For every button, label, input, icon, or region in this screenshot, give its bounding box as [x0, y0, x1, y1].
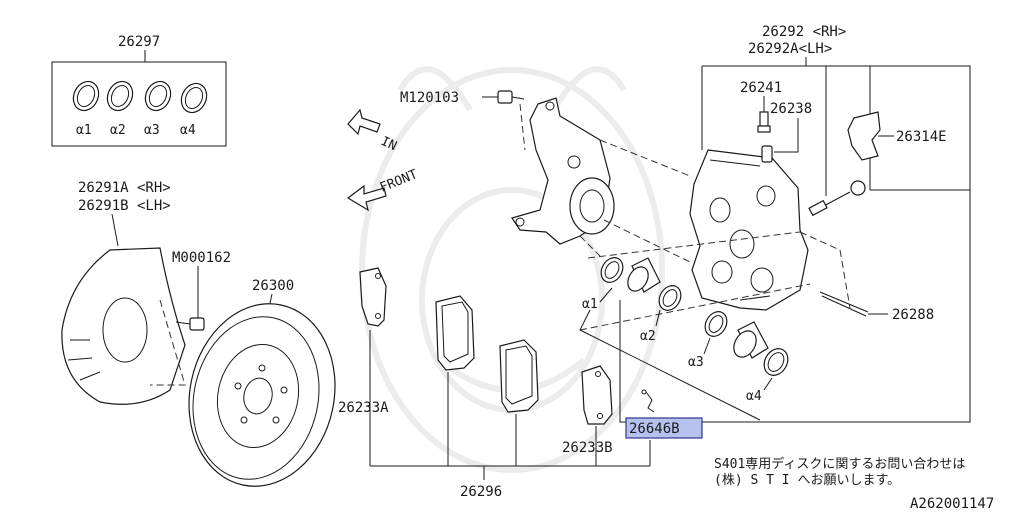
piston-a3 [733, 321, 769, 359]
bolt-m120103 [497, 90, 525, 104]
brake-rotor [188, 303, 336, 487]
piston-a2-label: α2 [640, 329, 656, 344]
piston-a1-label: α1 [582, 297, 598, 312]
slide-pin [819, 291, 869, 313]
piston-seal-a2 [658, 285, 682, 311]
piston-a1 [627, 257, 661, 293]
piston-a3-label: α3 [688, 355, 704, 370]
dust-cover-group: 26291A <RH> 26291B <LH> [61, 180, 186, 405]
bolt-m000162-group: M000162 [172, 250, 231, 331]
seal-a2-label: α2 [110, 123, 126, 138]
bleeder-group: 26241 26238 [740, 66, 871, 196]
arrow-front-icon [346, 184, 387, 212]
shim-26233b-label: 26233B [562, 440, 613, 456]
caliper-lh-label: 26292A<LH> [748, 41, 832, 57]
retaining-pin [808, 180, 866, 217]
seal-kit-label: 26297 [118, 34, 160, 50]
piston-a4-label: α4 [746, 389, 762, 404]
bleeder-screw [757, 111, 771, 133]
bolt-m000162 [175, 317, 205, 331]
pad-spring-clip [847, 111, 881, 161]
shim-26233b [581, 365, 613, 425]
clip-26314e-group: 26314E [808, 111, 947, 217]
bleeder-label: 26241 [740, 80, 782, 96]
piston-seal-a4 [763, 348, 789, 376]
pad-set-group: 26233A 26233B 26646B 26296 [338, 267, 703, 500]
cover-lh-label: 26291B <LH> [78, 198, 171, 214]
brake-pad-outer [499, 339, 539, 413]
bolt-m120103-group: M120103 [400, 90, 526, 151]
bolt-m000162-label: M000162 [172, 250, 231, 266]
pin-26288-label: 26288 [892, 307, 934, 323]
caliper-rh-label: 26292 <RH> [762, 24, 846, 40]
brake-pad-inner [435, 295, 475, 371]
piston-seal-a3 [704, 311, 728, 337]
pin-26288-group: 26288 [819, 291, 934, 323]
rotor-label: 26300 [252, 278, 294, 294]
dust-cover [61, 247, 186, 405]
seal-a1-label: α1 [76, 123, 92, 138]
wear-sensor [641, 389, 655, 413]
seal-ring-2 [106, 80, 134, 112]
pad-set-label: 26296 [460, 484, 502, 500]
clip-26314e-label: 26314E [896, 129, 947, 145]
bleeder-cap [761, 145, 773, 163]
seal-kit-group: 26297 α1 α2 α3 α4 [51, 34, 227, 147]
steering-knuckle [511, 97, 691, 263]
rotor-group: 26300 [188, 278, 336, 487]
caliper-group: 26292 <RH> 26292A<LH> [619, 24, 971, 423]
bleeder-cap-label: 26238 [770, 101, 812, 117]
shim-26233a [359, 267, 387, 327]
piston-set-group: α1 α2 α3 α4 [579, 231, 811, 421]
seal-ring-1 [72, 80, 100, 112]
shim-26233a-label: 26233A [338, 400, 389, 416]
note-line-1: S401専用ディスクに関するお問い合わせは [714, 456, 965, 472]
seal-a4-label: α4 [180, 123, 196, 138]
arrow-in-label: IN [378, 134, 399, 154]
seal-ring-4 [180, 82, 208, 114]
sensor-26646b-label[interactable]: 26646B [629, 421, 680, 437]
sensor-26646b-highlight[interactable] [625, 417, 703, 439]
bolt-m120103-label: M120103 [400, 90, 459, 106]
seal-a3-label: α3 [144, 123, 160, 138]
seal-ring-3 [144, 80, 172, 112]
brake-caliper [689, 149, 809, 311]
note-line-2: (株) S T I へお願いします。 [714, 473, 900, 488]
diagram-code: A262001147 [910, 496, 994, 512]
cover-rh-label: 26291A <RH> [78, 180, 171, 196]
arrow-in-icon [347, 108, 381, 136]
piston-seal-a1 [600, 257, 624, 283]
